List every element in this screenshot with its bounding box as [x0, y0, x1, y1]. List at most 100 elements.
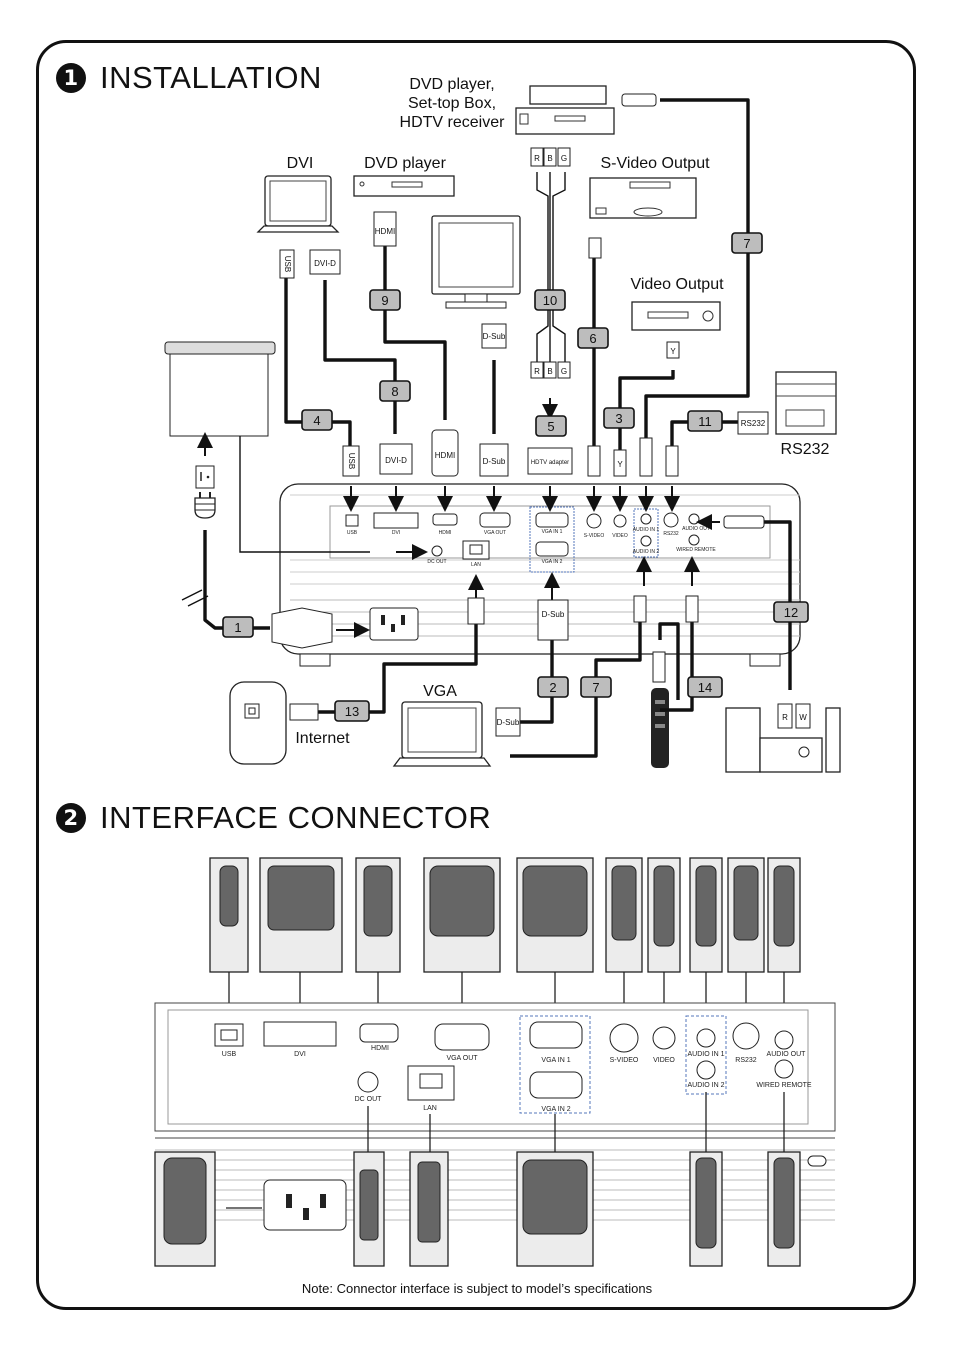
svg-text:14: 14	[698, 680, 712, 695]
badge-1: 1	[222, 616, 254, 638]
interface-title: INTERFACE CONNECTOR	[100, 800, 492, 835]
plug-b-top: B	[547, 154, 552, 163]
svg-text:1: 1	[234, 620, 241, 635]
port-vga-out-small: VGA OUT	[484, 530, 506, 536]
badge-5: 5	[535, 415, 567, 437]
plug-hdmi-top: HDMI	[375, 227, 395, 236]
label-video-output: Video Output	[630, 276, 724, 293]
svideo-output-device	[589, 177, 697, 219]
badge-12: 12	[773, 601, 809, 623]
plug-dsub-laptop: D-Sub	[497, 718, 520, 727]
port-video-label: VIDEO	[653, 1057, 675, 1064]
page-frame	[36, 40, 916, 1310]
plugs: USB DVI-D HDMI D-Sub R B G R B G Y RS232…	[271, 93, 811, 737]
badge-14: 14	[687, 676, 723, 698]
plug-usb-top: USB	[283, 256, 292, 272]
plug-r-top: R	[534, 154, 540, 163]
port-video-small: VIDEO	[612, 533, 628, 539]
plug-g-bottom: G	[561, 367, 567, 376]
plug-hdtv-adapter: HDTV adapter	[531, 460, 569, 466]
plug-dvi-bottom: DVI-D	[385, 456, 407, 465]
svg-text:8: 8	[391, 384, 398, 399]
label-svideo-output: S-Video Output	[600, 155, 710, 172]
port-svideo-small: S-VIDEO	[584, 533, 605, 539]
badge-13: 13	[334, 700, 370, 722]
port-dc-out-label: DC OUT	[355, 1096, 383, 1103]
plug-dsub-vga-in: D-Sub	[542, 610, 565, 619]
plug-r-bottom: R	[534, 367, 540, 376]
svg-text:11: 11	[698, 414, 712, 429]
plug-dsub-top: D-Sub	[483, 332, 506, 341]
badge-7-top: 7	[731, 232, 763, 254]
plug-usb-bottom: USB	[347, 453, 356, 469]
port-audio-in1-small: AUDIO IN 1	[633, 527, 660, 533]
cable-number-badges: 1 2 3 4 5 6 7 7 8 9 10 11 12 13 14	[222, 232, 809, 722]
svg-text:12: 12	[784, 605, 798, 620]
plug-g-top: G	[561, 154, 567, 163]
svg-text:2: 2	[549, 680, 556, 695]
port-rs232-small: RS232	[663, 531, 679, 537]
interface-heading: 2 INTERFACE CONNECTOR	[56, 800, 491, 836]
label-dvi: DVI	[286, 155, 314, 172]
rs232-computer-device	[775, 371, 837, 435]
port-hdmi-small: HDMI	[439, 530, 452, 536]
badge-6: 6	[577, 327, 609, 349]
plug-y-bottom: Y	[617, 460, 623, 469]
section-number-2: 2	[56, 803, 86, 833]
port-rs232-label: RS232	[735, 1057, 757, 1064]
dvd-settop-hdtv-device	[515, 85, 615, 135]
label-dvd-settop-hdtv: DVD player, Set-top Box, HDTV receiver	[399, 76, 505, 131]
port-wired-remote-label: WIRED REMOTE	[756, 1082, 812, 1089]
port-audio-in1-label: AUDIO IN 1	[688, 1051, 725, 1058]
badge-4: 4	[301, 409, 333, 431]
plug-dsub-bottom: D-Sub	[483, 457, 506, 466]
svg-text:7: 7	[743, 236, 750, 251]
port-usb-small: USB	[347, 530, 358, 536]
port-hdmi-label: HDMI	[371, 1045, 389, 1052]
svg-text:4: 4	[313, 413, 320, 428]
svg-text:13: 13	[345, 704, 359, 719]
svg-text:7: 7	[592, 680, 599, 695]
label-rs232: RS232	[780, 441, 830, 458]
speaker-amplifier	[725, 707, 841, 773]
label-internet: Internet	[295, 730, 350, 747]
plug-w-speaker: W	[799, 713, 807, 722]
projection-screen	[164, 341, 276, 437]
interface-connector-diagram: USB DVI HDMI VGA OUT VGA IN 1 VGA IN 2 S…	[154, 857, 836, 1267]
port-vga-out-label: VGA OUT	[446, 1055, 478, 1062]
svg-text:3: 3	[615, 411, 622, 426]
plug-r-speaker: R	[782, 713, 788, 722]
badge-11: 11	[687, 410, 723, 432]
plug-hdmi-bottom: HDMI	[435, 451, 455, 460]
internet-wall-jack	[229, 681, 287, 765]
svg-text:9: 9	[381, 293, 388, 308]
plug-dvi-top: DVI-D	[314, 259, 336, 268]
port-usb-label: USB	[222, 1051, 237, 1058]
port-vga-in2-label: VGA IN 2	[541, 1106, 570, 1113]
port-svideo-label: S-VIDEO	[610, 1057, 639, 1064]
plug-b-bottom: B	[547, 367, 552, 376]
plug-rs232: RS232	[741, 419, 766, 428]
port-audio-out-label: AUDIO OUT	[767, 1051, 807, 1058]
remote-control	[651, 688, 669, 768]
installation-title: INSTALLATION	[100, 60, 322, 95]
projector-body: USB DVI HDMI VGA OUT VGA IN 1 VGA IN 2 S…	[279, 483, 801, 667]
port-lan-small: LAN	[471, 562, 481, 568]
svg-text:10: 10	[543, 293, 557, 308]
port-audio-out-small: AUDIO OUT	[682, 526, 710, 532]
label-vga: VGA	[423, 683, 457, 700]
video-output-device	[631, 301, 721, 331]
badge-9: 9	[369, 289, 401, 311]
svg-text:6: 6	[589, 331, 596, 346]
port-wired-remote-small: WIRED REMOTE	[676, 547, 716, 553]
port-dvi-label: DVI	[294, 1051, 306, 1058]
power-outlet	[194, 465, 216, 519]
plug-y-top: Y	[670, 347, 676, 356]
port-vga-in1-label: VGA IN 1	[541, 1057, 570, 1064]
installation-heading: 1 INSTALLATION	[56, 60, 322, 96]
badge-10: 10	[534, 289, 566, 311]
port-audio-in2-small: AUDIO IN 2	[633, 549, 660, 555]
svg-text:5: 5	[547, 419, 554, 434]
port-lan-label: LAN	[423, 1105, 437, 1112]
